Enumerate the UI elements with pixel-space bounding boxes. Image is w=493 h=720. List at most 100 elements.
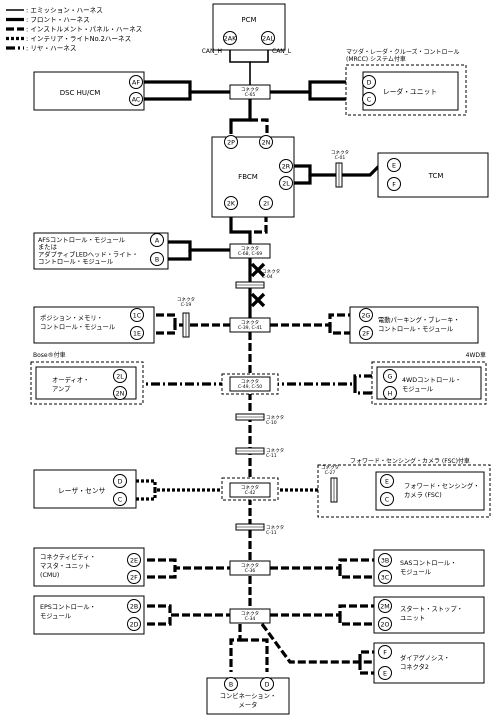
joint-connector-c36 <box>229 560 271 576</box>
wire-epb-b <box>328 325 356 335</box>
pin-label: 1E <box>133 331 141 338</box>
module-iss <box>373 596 485 634</box>
wire-iss <box>270 604 379 617</box>
option-label-bose: Bose®付車 <box>33 351 66 359</box>
module-fsc-label: フォワード・センシング・ <box>404 481 480 490</box>
module-afs-label: アダプティブLEDヘッド・ライト・ <box>38 249 138 258</box>
wire-laser <box>126 479 230 492</box>
wire-awd-b <box>353 384 383 395</box>
connector-label-c04: コネクタ <box>262 268 280 275</box>
module-cmu-label: コネクティビティ・ <box>40 552 96 561</box>
option-label-mrcc: (MRCC) システム付車 <box>346 55 406 63</box>
wire-sas <box>270 558 379 570</box>
connector-label-c04: C-04 <box>262 274 273 280</box>
module-combi <box>206 677 290 715</box>
pin-label: B <box>155 257 159 264</box>
wire-epb <box>270 313 356 327</box>
pin-label: 1C <box>133 313 142 320</box>
pin-E <box>378 666 392 680</box>
pin-label: 2N <box>262 140 271 147</box>
pin-label: H <box>388 391 393 398</box>
wire-dlc-f <box>358 650 379 662</box>
module-fbcm-label: FBCM <box>238 173 258 181</box>
wire-dlc-e <box>358 662 379 675</box>
wire-dlc <box>260 623 380 664</box>
wire-awd <box>270 374 383 386</box>
pin-label: 2L <box>282 181 290 188</box>
module-afs-label: AFSコントロール・モジュール <box>38 236 125 244</box>
option-label-fsc: フォワード・センシング・カメラ (FSC)付車 <box>350 457 470 465</box>
connector-label-c27: コネクタ <box>321 464 339 471</box>
cross-marker <box>250 292 266 308</box>
module-posmem-label: ポジション・メモリ・ <box>40 314 103 322</box>
pin-2F <box>127 570 141 584</box>
connector-label-c11a: コネクタ <box>266 447 284 454</box>
pin-C <box>113 492 127 506</box>
pin-D <box>260 677 274 691</box>
connector-label-c11b: コネクタ <box>266 524 284 531</box>
module-cmu <box>33 547 145 587</box>
joint-label-c4950: コネクタ <box>241 378 259 385</box>
pin-label: E <box>385 479 389 486</box>
cross-marker <box>250 262 266 278</box>
pin-2L <box>113 369 127 383</box>
module-dlc-label: コネクタ2 <box>400 662 429 671</box>
module-sas <box>373 549 485 587</box>
can-h-label: CAN_H <box>202 48 222 55</box>
connector-label-c11b: C-11 <box>266 530 277 536</box>
module-iss-label: スタート・ストップ・ <box>400 604 463 613</box>
pin-label: C <box>385 497 390 504</box>
pin-G <box>383 369 397 383</box>
pin-1C <box>130 308 144 322</box>
pin-H <box>383 386 397 400</box>
module-dsc-label: DSC HU/CM <box>60 89 101 97</box>
module-audio-label: オーディオ・ <box>52 375 89 384</box>
joint-label-c3941: コネクタ <box>241 319 259 326</box>
pin-2P <box>224 135 238 149</box>
joint-label-c65: コネクタ <box>241 86 259 93</box>
pin-label: AF <box>132 80 140 87</box>
option-label-awd: 4WD車 <box>466 351 486 359</box>
pin-D <box>362 75 376 89</box>
pin-2D <box>127 617 141 631</box>
pin-label: 2E <box>130 558 138 565</box>
pin-label: 2R <box>282 164 291 171</box>
pin-label: C <box>367 97 372 104</box>
wire-cmu <box>136 558 230 570</box>
pin-label: F <box>383 650 387 657</box>
pin-label: 2P <box>227 140 235 147</box>
pin-label: D <box>367 80 372 87</box>
pin-label: 3C <box>381 575 390 582</box>
pin-2M <box>378 599 392 613</box>
pin-2L <box>279 176 293 190</box>
pin-label: D <box>265 682 270 689</box>
pin-label: E <box>392 163 396 170</box>
legend-label-emission: : エミッション・ハーネス <box>26 7 103 15</box>
module-dlc-label: ダイアグノシス・ <box>400 653 450 662</box>
module-combi-label: メータ <box>239 700 258 709</box>
module-iss-label: ユニット <box>400 615 425 622</box>
joint-label-c65: C-65 <box>245 92 256 98</box>
wire-dsc-ac <box>144 92 192 101</box>
pin-E <box>387 158 401 172</box>
module-cmu-label: (CMU) <box>40 572 59 579</box>
wire-fbcm-tcm-2l <box>293 175 312 185</box>
pin-1E <box>130 326 144 340</box>
module-afs-label: コントロール・モジュール <box>38 258 113 266</box>
pin-label: 2F <box>362 331 370 338</box>
joint-label-c34: コネクタ <box>241 610 259 617</box>
module-pcm-label: PCM <box>241 16 256 24</box>
pin-label: B <box>229 682 233 689</box>
pin-AC <box>129 92 143 106</box>
pin-label: F <box>392 182 396 189</box>
wire-combi-d <box>240 638 269 672</box>
wire-afs-a <box>163 240 230 252</box>
pin-2AK <box>223 31 237 45</box>
pin-C <box>362 92 376 106</box>
pin-label: 2O <box>381 622 390 629</box>
pin-label: 2K <box>227 201 236 208</box>
module-awd-label: モジュール <box>402 385 433 393</box>
module-dlc <box>373 642 485 684</box>
module-radar <box>362 71 459 111</box>
